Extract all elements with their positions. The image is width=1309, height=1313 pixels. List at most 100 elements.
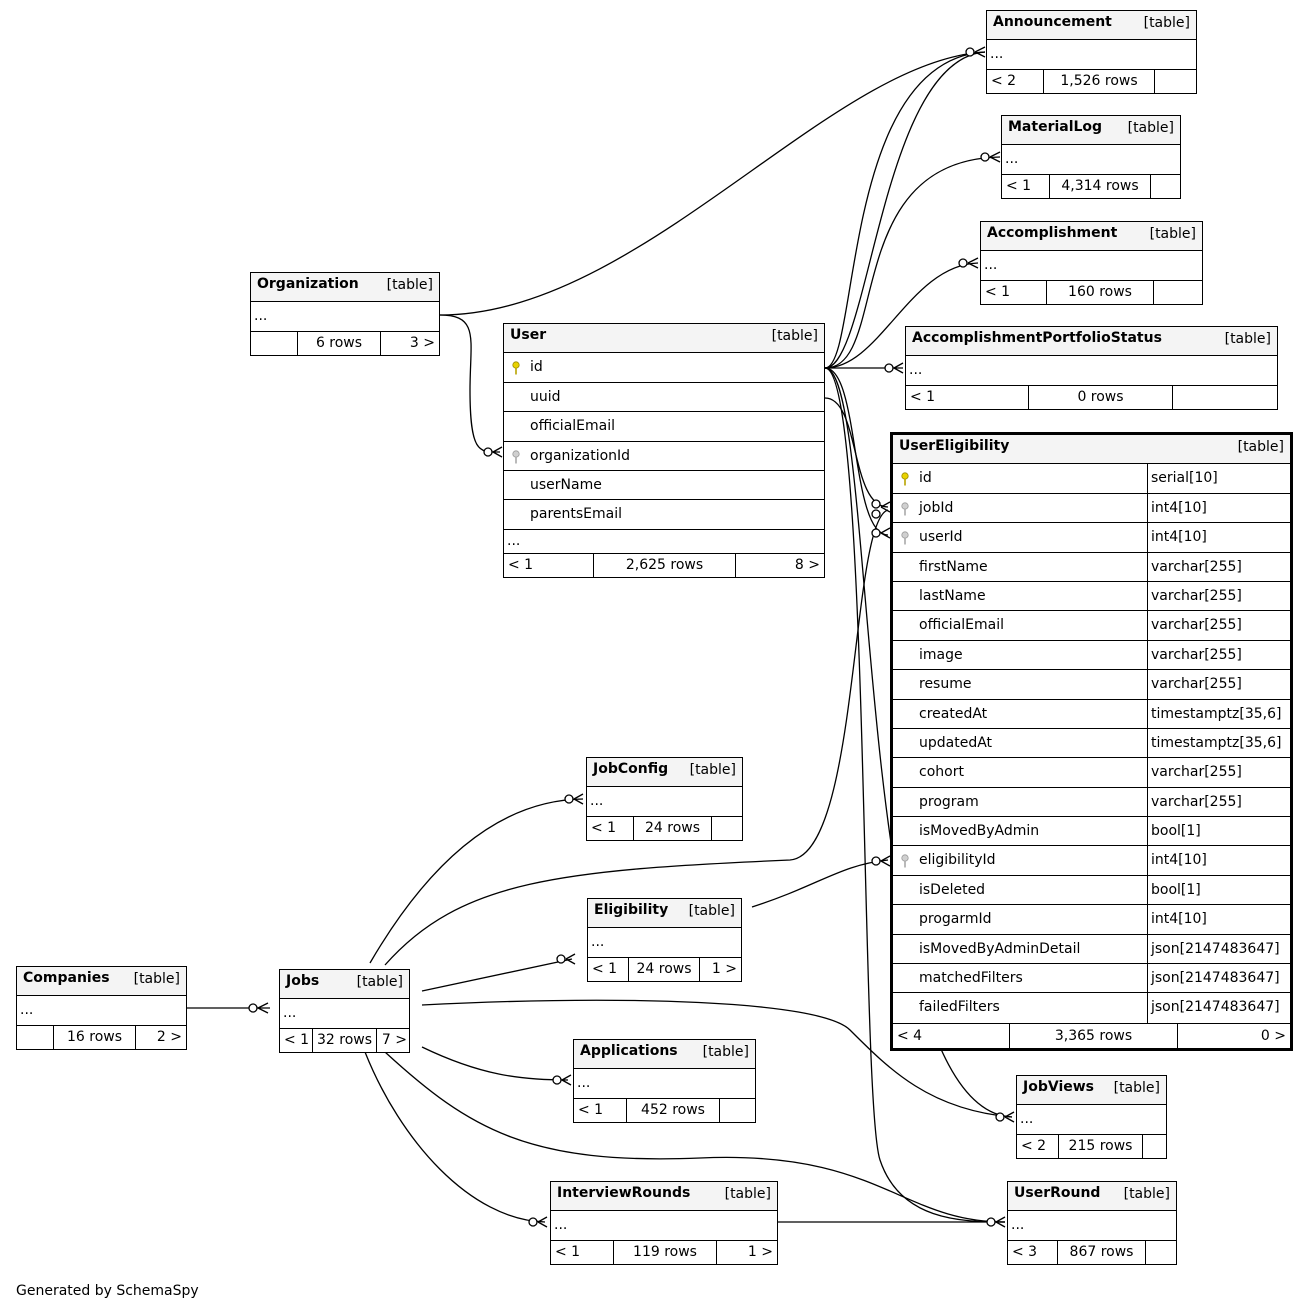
children-link[interactable]: 3 > (409, 334, 435, 351)
parents-link[interactable]: < 1 (588, 957, 629, 981)
column-name: jobId (893, 493, 1148, 523)
parents-link[interactable]: < 3 (1008, 1240, 1058, 1264)
column-name: image (893, 640, 1148, 670)
table-ellipsis: ... (588, 928, 741, 958)
column-officialemail[interactable]: officialEmail (504, 412, 824, 442)
children-link[interactable]: 2 > (156, 1028, 182, 1045)
parents-link[interactable]: < 2 (1017, 1134, 1059, 1158)
column-username[interactable]: userName (504, 471, 824, 501)
column-type: int4[10] (1151, 852, 1207, 869)
children-link[interactable] (1143, 1135, 1166, 1158)
table-user[interactable]: User[table] id uuid officialEmail organi… (503, 323, 825, 578)
children-link[interactable]: 0 > (1260, 1027, 1286, 1044)
table-ellipsis: ... (574, 1069, 755, 1099)
table-type: [table] (702, 1044, 749, 1060)
table-ellipsis: ... (1017, 1105, 1166, 1135)
crowfoot-markers (248, 46, 1015, 1228)
column-type: varchar[255] (1151, 558, 1242, 575)
row-count: 867 rows (1058, 1240, 1146, 1264)
parents-link[interactable]: < 1 (280, 1028, 313, 1052)
parents-link[interactable]: < 1 (504, 553, 594, 577)
column-parentsemail[interactable]: parentsEmail (504, 500, 824, 530)
parents-link[interactable]: < 1 (587, 816, 634, 840)
rel-user-materiallog (824, 156, 1001, 369)
children-link[interactable] (1154, 281, 1202, 304)
children-link[interactable]: 8 > (794, 556, 820, 573)
column-name: program (893, 787, 1148, 817)
parents-link[interactable]: < 1 (906, 385, 1029, 409)
parents-link[interactable] (17, 1025, 54, 1049)
children-link[interactable]: 1 > (747, 1243, 773, 1260)
table-name: AccomplishmentPortfolioStatus (912, 330, 1162, 346)
children-link[interactable] (1151, 175, 1180, 198)
parents-link[interactable]: < 1 (981, 280, 1047, 304)
column-type: json[2147483647] (1151, 970, 1280, 987)
primary-key-icon (901, 472, 909, 486)
children-link[interactable]: 7 > (381, 1031, 407, 1048)
table-accomplishmentportfoliostatus[interactable]: AccomplishmentPortfolioStatus[table] ...… (905, 326, 1278, 410)
column-name: id (893, 464, 1148, 493)
column-uuid[interactable]: uuid (504, 383, 824, 413)
children-link[interactable] (712, 817, 742, 840)
rel-jobs-userround (384, 1051, 1006, 1223)
table-name: JobViews (1023, 1079, 1094, 1095)
column-type: json[2147483647] (1151, 940, 1280, 957)
column-type: varchar[255] (1151, 646, 1242, 663)
parents-link[interactable]: < 2 (987, 69, 1044, 93)
table-type: [table] (1113, 1080, 1160, 1096)
parents-link[interactable]: < 1 (551, 1240, 614, 1264)
table-ellipsis: ... (17, 996, 186, 1026)
column-type: int4[10] (1151, 911, 1207, 928)
children-link[interactable] (1173, 386, 1277, 409)
parents-link[interactable]: < 4 (893, 1023, 1010, 1048)
children-link[interactable] (1155, 70, 1196, 93)
table-name: MaterialLog (1008, 119, 1103, 135)
table-name: Organization (257, 276, 359, 292)
children-link[interactable] (720, 1099, 755, 1122)
column-name: cohort (893, 758, 1148, 787)
column-organizationid[interactable]: organizationId (504, 442, 824, 471)
column-name: isDeleted (893, 875, 1148, 905)
parents-link[interactable] (251, 331, 298, 355)
table-name: UserRound (1014, 1185, 1101, 1201)
children-link[interactable] (1146, 1241, 1176, 1264)
primary-key-icon (512, 361, 520, 375)
children-link[interactable]: 1 > (711, 960, 737, 977)
column-type: varchar[255] (1151, 587, 1242, 604)
parents-link[interactable]: < 1 (574, 1098, 627, 1122)
parents-link[interactable]: < 1 (1002, 174, 1050, 198)
column-id[interactable]: id (504, 353, 824, 383)
